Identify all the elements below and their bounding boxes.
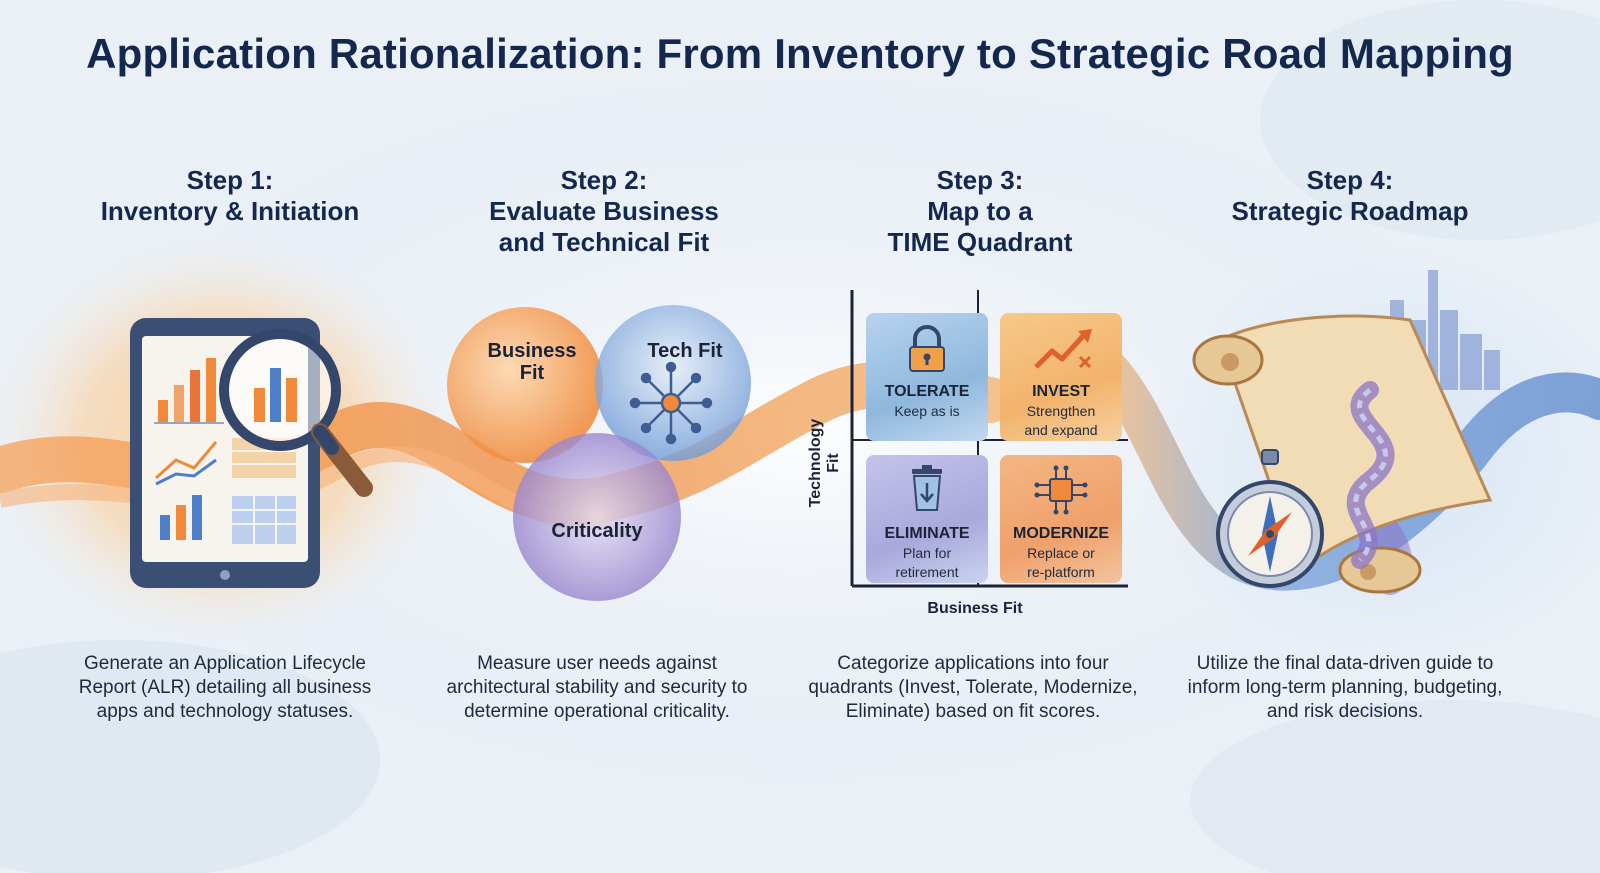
quadrant-invest-title: INVEST: [1032, 383, 1090, 400]
quadrant-modernize-title: MODERNIZE: [1013, 525, 1109, 542]
network-node-icon: [629, 361, 713, 445]
y-axis-label: Technology Fit: [807, 418, 842, 508]
quadrant-tolerate-title: TOLERATE: [884, 383, 970, 400]
quadrant-tolerate-sub: Keep as is: [894, 403, 960, 419]
tablet-dashboard-icon: [130, 318, 373, 588]
page-title: Application Rationalization: From Invent…: [86, 30, 1514, 77]
step-3-heading: Step 3: Map to a TIME Quadrant: [790, 165, 1170, 258]
roadmap-illustration: [1192, 270, 1500, 594]
quadrant-eliminate-title: ELIMINATE: [884, 525, 970, 542]
step-4-number: Step 4:: [1306, 165, 1394, 195]
step-3-description: Categorize applications into four quadra…: [808, 653, 1138, 722]
venn-diagram: [447, 305, 751, 601]
quadrant-invest-sub-line1: Strengthen: [1026, 403, 1096, 419]
trend-up-arrow-icon: [1034, 329, 1092, 369]
step-4-title: Strategic Roadmap: [1231, 196, 1469, 226]
quadrant-eliminate-sub-line2: retirement: [895, 564, 959, 580]
step-2-title-line1: Evaluate Business: [489, 196, 719, 226]
venn-label-tech-fit: Tech Fit: [647, 340, 723, 362]
step-2-number: Step 2:: [560, 165, 648, 195]
quadrant-invest-sub-line2: and expand: [1024, 422, 1098, 438]
venn-label-criticality: Criticality: [551, 520, 643, 542]
quadrant-invest: INVEST Strengthen and expand: [1000, 313, 1122, 441]
step-1-title: Inventory & Initiation: [100, 196, 360, 226]
venn-circle-tech: [595, 305, 751, 461]
quadrant-eliminate: ELIMINATE Plan for retirement: [866, 455, 988, 583]
step-4-description: Utilize the final data-driven guide to i…: [1187, 653, 1503, 722]
venn-circle-business: [447, 307, 603, 463]
venn-label-business-fit: Business Fit: [487, 340, 577, 384]
step-1-number: Step 1:: [186, 165, 274, 195]
circuit-chip-icon: [1034, 465, 1088, 515]
step-3-title-line1: Map to a: [927, 196, 1033, 226]
quadrant-modernize: MODERNIZE Replace or re-platform: [1000, 455, 1122, 583]
step-2-title-line2: and Technical Fit: [498, 227, 710, 257]
step-2-heading: Step 2: Evaluate Business and Technical …: [414, 165, 794, 258]
venn-circle-criticality: [513, 433, 681, 601]
quadrant-eliminate-sub-line1: Plan for: [902, 545, 952, 561]
step-3-title-line2: TIME Quadrant: [887, 227, 1073, 257]
quadrant-tolerate: TOLERATE Keep as is: [866, 313, 988, 441]
quadrant-modernize-sub-line2: re-platform: [1027, 564, 1095, 580]
trash-can-icon: [912, 465, 942, 511]
compass-icon: [1216, 449, 1324, 588]
step-1-heading: Step 1: Inventory & Initiation: [40, 165, 420, 227]
x-axis-label: Business Fit: [927, 600, 1023, 617]
step-4-heading: Step 4: Strategic Roadmap: [1160, 165, 1540, 227]
step-1-description: Generate an Application Lifecycle Report…: [78, 653, 372, 722]
step-3-number: Step 3:: [936, 165, 1024, 195]
magnifying-glass-icon: [219, 329, 373, 497]
step-2-description: Measure user needs against architectural…: [446, 653, 748, 722]
padlock-icon: [909, 325, 945, 372]
quadrant-modernize-sub-line1: Replace or: [1027, 545, 1095, 561]
